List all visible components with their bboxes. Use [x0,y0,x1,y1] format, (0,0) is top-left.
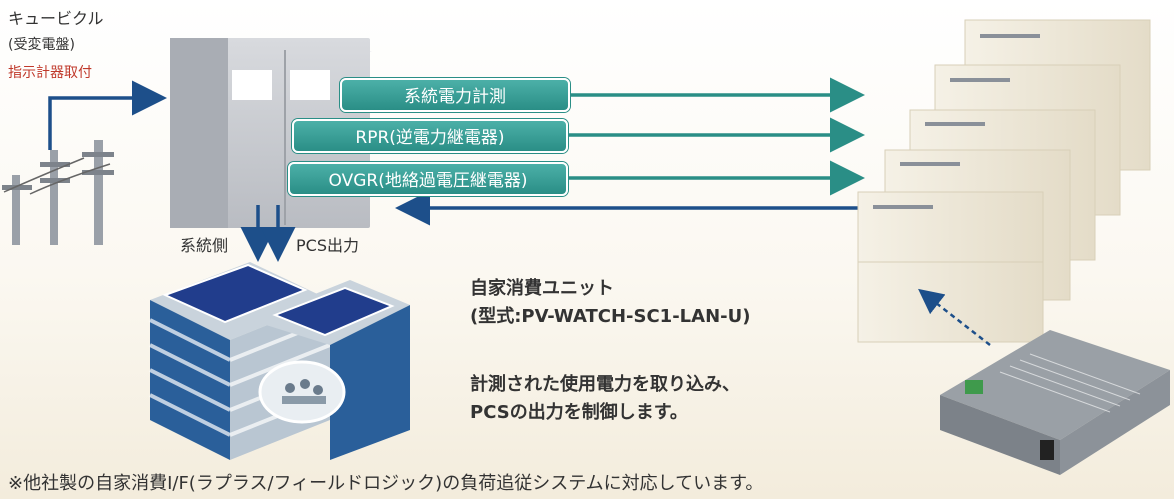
signal-label-rpr: RPR(逆電力継電器) [292,119,568,153]
unit-model: (型式:PV-WATCH-SC1-LAN-U) [470,306,751,327]
grid-side-label: 系統側 [180,236,229,255]
cubicle-subtitle: (受変電盤) [8,37,75,53]
cubicle-note: 指示計器取付 [8,65,92,81]
pcs-unit-icon [857,19,1151,343]
description-line-1: 計測された使用電力を取り込み、 [470,374,740,395]
building-icon [149,262,410,460]
grid-feed-arrow [48,80,167,150]
footnote: ※他社製の自家消費I/F(ラプラス/フィールドロジック)の負荷追従システムに対応… [8,473,764,494]
controller-device-icon [940,330,1170,475]
cubicle-title: キュービクル [8,9,104,28]
unit-title: 自家消費ユニット [470,278,614,299]
signal-label-ovgr: OVGR(地絡過電圧継電器) [288,162,568,196]
pcs-output-label: PCS出力 [296,236,359,255]
description-line-2: PCSの出力を制御します。 [470,402,688,423]
utility-pole-icon [2,140,114,245]
signal-label-grid-measurement: 系統電力計測 [340,78,570,112]
